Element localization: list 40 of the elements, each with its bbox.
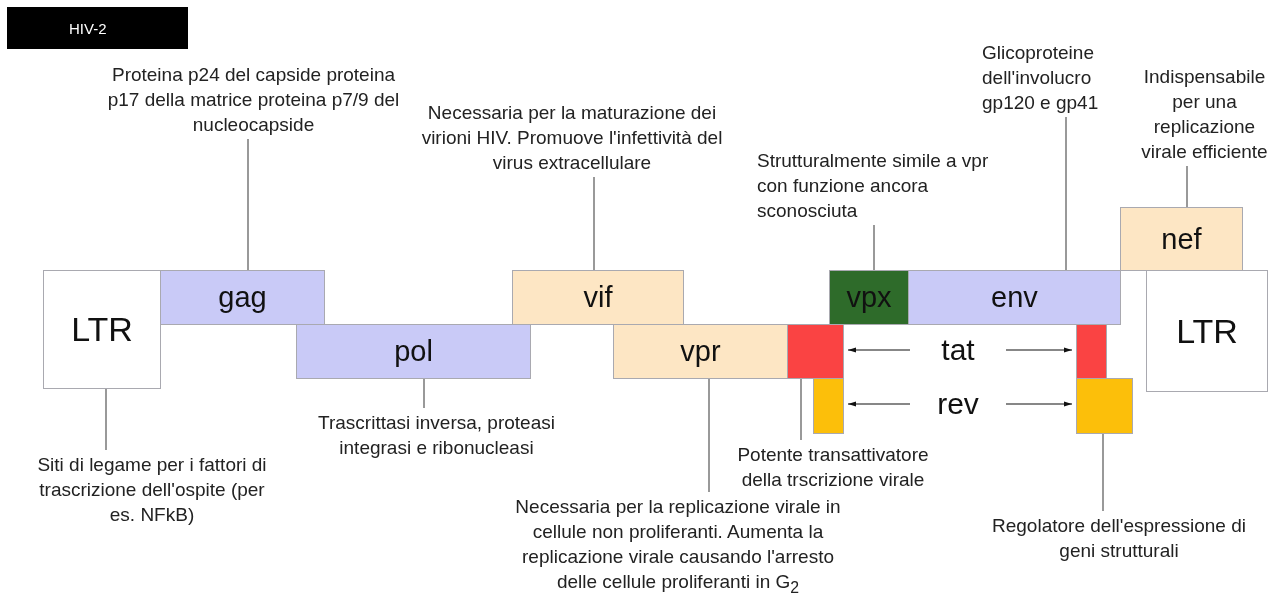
annotation-text: Potente transattivatore della trscrizione virale xyxy=(736,443,930,492)
gene-box: pol xyxy=(296,324,531,379)
gene-box: env xyxy=(908,270,1121,325)
gene-box: nef xyxy=(1120,207,1243,271)
leader-line xyxy=(1065,116,1067,271)
leader-line xyxy=(1102,433,1104,512)
gene-box xyxy=(813,378,844,434)
leader-line xyxy=(1186,165,1188,208)
arrow xyxy=(1005,347,1073,353)
leader-line xyxy=(105,388,107,451)
leader-line xyxy=(708,378,710,493)
leader-line xyxy=(247,138,249,271)
gene-box xyxy=(1076,324,1107,379)
leader-line xyxy=(423,378,425,409)
gene-box: vpx xyxy=(829,270,909,325)
annotation-text: Glicoproteine dell'involucro gp120 e gp41 xyxy=(982,41,1100,115)
arrow xyxy=(847,347,911,353)
annotation-text: Strutturalmente simile a vpr con funzione ancora sconosciuta xyxy=(757,149,990,223)
annotation-text: Necessaria per la replicazione virale in cellule non proliferanti. Aumenta la replicazione virale causando l'arresto delle cellule proliferanti in G$_{2}$ xyxy=(514,495,842,598)
gene-box: LTR xyxy=(43,270,161,389)
gene-box: vpr xyxy=(613,324,788,379)
arrow xyxy=(1005,401,1073,407)
title-bar: HIV-2 xyxy=(7,7,188,49)
gene-label: rev xyxy=(937,387,979,420)
annotation-text: Trascrittasi inversa, proteasi integrasi e ribonucleasi xyxy=(317,411,556,460)
leader-line xyxy=(593,176,595,271)
annotation-text: Proteina p24 del capside proteina p17 della matrice proteina p7/9 del nucleocapside xyxy=(106,63,401,137)
gene-label: tat xyxy=(941,333,975,366)
annotation-text: Indispensabile per una replicazione virale efficiente xyxy=(1140,65,1269,164)
arrow xyxy=(847,401,911,407)
gene-box: LTR xyxy=(1146,270,1268,392)
leader-line xyxy=(873,224,875,271)
annotation-text: Regolatore dell'espressione di geni strutturali xyxy=(991,514,1247,563)
gene-box xyxy=(1076,378,1133,434)
gene-box xyxy=(787,324,844,379)
leader-line xyxy=(800,378,802,441)
annotation-text: Necessaria per la maturazione dei virioni HIV. Promuove l'infettività del virus extracellulare xyxy=(420,101,724,175)
annotation-text: Siti di legame per i fattori di trascrizione dell'ospite (per es. NFkB) xyxy=(36,453,268,527)
gene-box: vif xyxy=(512,270,684,325)
gene-box: gag xyxy=(160,270,325,325)
